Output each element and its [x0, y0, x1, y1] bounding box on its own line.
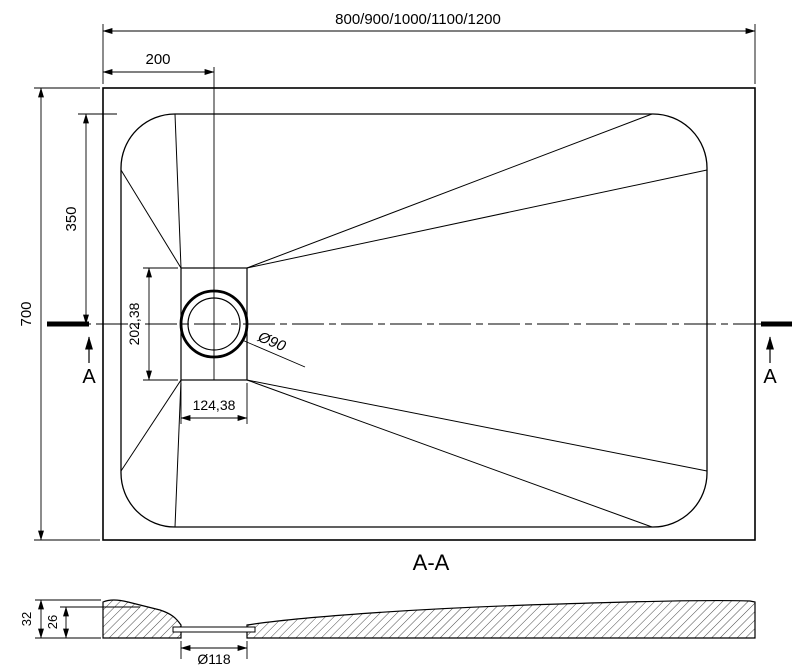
slope-line [120, 169, 182, 269]
top-view: A A 800/900/1000/1100/1200 200 700 350 [18, 11, 792, 541]
section-marker-left-label: A [82, 366, 96, 388]
slope-line [246, 169, 708, 269]
dim-drain-hole-label: Ø118 [197, 651, 230, 667]
dim-section-inner-height [60, 606, 140, 639]
dim-drain-diameter-label: Ø90 [254, 328, 288, 355]
dim-recess-height-label: 202,38 [126, 302, 142, 345]
slope-line [174, 113, 182, 269]
dim-recess-width-label: 124,38 [193, 397, 236, 413]
dim-drain-offset-label: 200 [145, 51, 170, 68]
slope-line [246, 379, 708, 472]
slope-line [246, 379, 653, 528]
dim-center-label: 350 [63, 206, 80, 231]
section-marker-right-label: A [763, 366, 777, 388]
drain-fitting [172, 626, 256, 633]
dim-depth [34, 87, 100, 541]
section-view-title: A-A [413, 550, 450, 575]
dim-recess-width [180, 383, 248, 424]
dim-recess-height [143, 267, 178, 381]
tray-outer-outline [102, 87, 756, 541]
tray-basin-outline [120, 113, 708, 528]
drain-diameter-leader-line [241, 339, 306, 368]
dim-depth-label: 700 [18, 301, 35, 326]
dim-section-outer-height-label: 32 [19, 612, 34, 626]
slope-lines [120, 113, 708, 528]
dim-width-options-label: 800/900/1000/1100/1200 [335, 11, 501, 28]
slope-line [246, 113, 653, 269]
section-material-right [246, 600, 756, 639]
dim-drain-hole [180, 641, 248, 659]
dim-center [78, 113, 117, 325]
slope-line [174, 379, 182, 528]
slope-line [120, 379, 182, 472]
section-view: A-A 32 26 Ø118 [19, 550, 756, 667]
dim-section-inner-height-label: 26 [45, 615, 60, 629]
section-cut-marks [47, 321, 792, 363]
section-material-left [102, 599, 182, 639]
dim-width-options [102, 24, 756, 84]
